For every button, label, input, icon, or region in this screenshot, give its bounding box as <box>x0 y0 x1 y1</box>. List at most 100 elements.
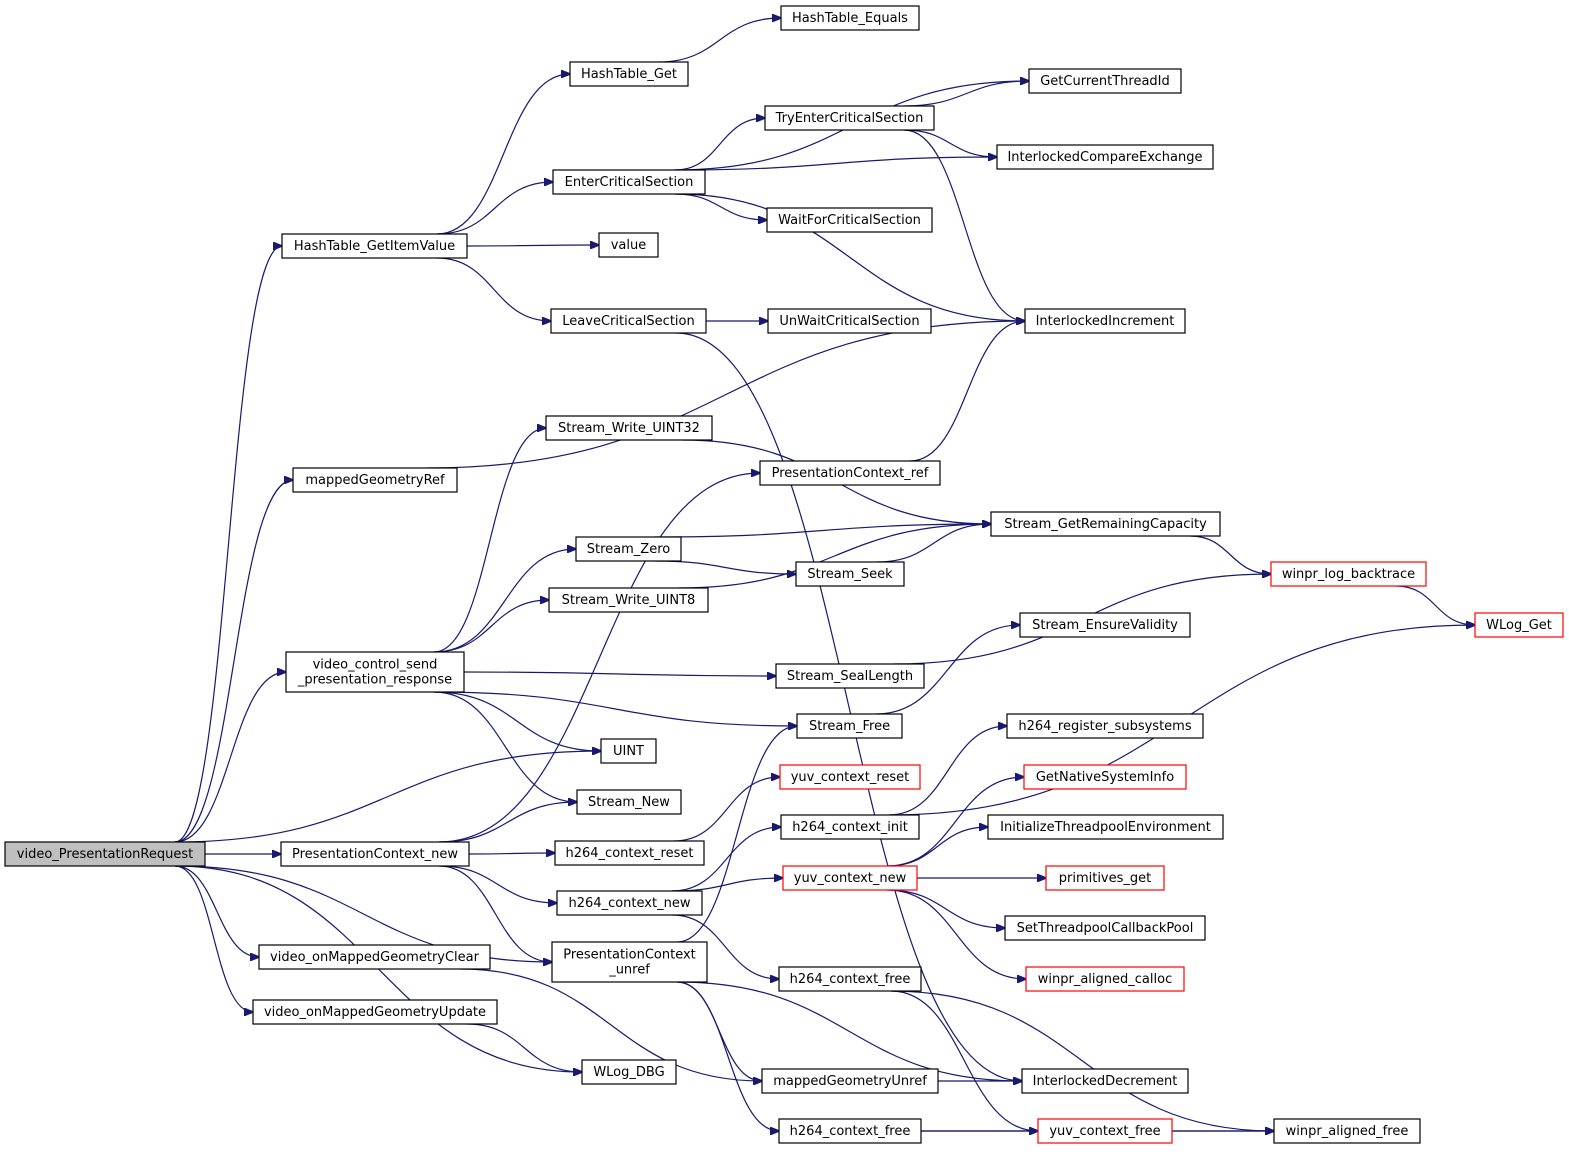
node-stream-write-uint32[interactable]: Stream_Write_UINT32 <box>545 415 713 441</box>
call-edge-hashtable-getitemvalue-to-leavecriticalsection <box>436 257 551 321</box>
call-edge-presentationcontext-new-to-h264-context-reset <box>468 853 555 854</box>
node-video-control-send-presentation-response[interactable]: video_control_send_presentation_response <box>285 651 465 693</box>
node-box <box>780 5 920 31</box>
node-h264-context-new[interactable]: h264_context_new <box>556 890 703 916</box>
node-box <box>600 738 657 764</box>
edge-path <box>890 990 1274 1131</box>
node-label: winpr_aligned_free <box>1286 1124 1409 1139</box>
call-edge-stream-zero-to-stream-getremainingcapacity <box>654 524 991 538</box>
node-h264-context-free-a[interactable]: h264_context_free <box>778 966 922 992</box>
node-label: Stream_Zero <box>587 542 670 557</box>
node-mappedgeometryref[interactable]: mappedGeometryRef <box>292 467 458 493</box>
node-entercriticalsection[interactable]: EnterCriticalSection <box>552 169 706 195</box>
edge-path <box>438 865 552 962</box>
node-label: HashTable_Equals <box>792 11 908 26</box>
node-setthreadpoolcallbackpool[interactable]: SetThreadpoolCallbackPool <box>1004 915 1206 941</box>
node-stream-write-uint8[interactable]: Stream_Write_UINT8 <box>548 587 709 613</box>
node-label: SetThreadpoolCallbackPool <box>1017 921 1194 936</box>
node-yuv-context-reset[interactable]: yuv_context_reset <box>779 764 921 790</box>
node-hashtable-get[interactable]: HashTable_Get <box>569 61 689 87</box>
call-edge-tryentercriticalsection-to-interlockedincrement <box>903 129 1025 321</box>
edge-path <box>466 245 599 246</box>
node-wlog-dbg[interactable]: WLog_DBG <box>581 1059 677 1085</box>
edge-path <box>658 18 782 63</box>
node-stream-getremainingcapacity[interactable]: Stream_GetRemainingCapacity <box>990 511 1221 537</box>
node-mappedgeometryunref[interactable]: mappedGeometryUnref <box>761 1068 939 1094</box>
call-edge-entercriticalsection-to-waitforcriticalsection <box>674 193 767 220</box>
node-presentationcontext-new[interactable]: PresentationContext_new <box>280 841 470 867</box>
edge-path <box>174 480 293 843</box>
node-label: winpr_log_backtrace <box>1282 567 1415 582</box>
node-tryentercriticalsection[interactable]: TryEnterCriticalSection <box>764 105 935 131</box>
node-stream-ensurevalidity[interactable]: Stream_EnsureValidity <box>1019 612 1191 638</box>
node-interlockedcompareexchange[interactable]: InterlockedCompareExchange <box>996 144 1214 170</box>
node-stream-new[interactable]: Stream_New <box>576 789 682 815</box>
node-yuv-context-new[interactable]: yuv_context_new <box>782 865 918 891</box>
node-getnativesysteminfo[interactable]: GetNativeSystemInfo <box>1023 764 1187 790</box>
node-leavecriticalsection[interactable]: LeaveCriticalSection <box>550 308 707 334</box>
node-box <box>258 944 491 970</box>
call-edge-video-presentationrequest-to-video-onmappedgeometryclear <box>174 865 259 957</box>
node-h264-context-reset[interactable]: h264_context_reset <box>554 840 705 866</box>
edge-path <box>886 827 988 867</box>
node-hashtable-getitemvalue[interactable]: HashTable_GetItemValue <box>281 233 468 259</box>
edge-path <box>463 671 776 676</box>
node-video-onmappedgeometryclear[interactable]: video_onMappedGeometryClear <box>258 944 491 970</box>
node-box <box>990 511 1221 537</box>
node-presentationcontext-unref[interactable]: PresentationContext_unref <box>551 941 708 983</box>
node-getcurrentthreadid[interactable]: GetCurrentThreadId <box>1028 68 1182 94</box>
node-initializethreadpoolenvironment[interactable]: InitializeThreadpoolEnvironment <box>987 814 1224 840</box>
node-label: h264_context_free <box>790 972 911 987</box>
node-box <box>548 587 709 613</box>
node-interlockeddecrement[interactable]: InterlockedDecrement <box>1021 1068 1189 1094</box>
node-uint[interactable]: UINT <box>600 738 657 764</box>
edge-path <box>438 865 557 903</box>
edge-path <box>174 672 286 843</box>
node-label: mappedGeometryRef <box>305 473 445 488</box>
node-box <box>1474 612 1564 638</box>
node-label: InitializeThreadpoolEnvironment <box>1000 820 1211 835</box>
node-unwaitcriticalsection[interactable]: UnWaitCriticalSection <box>767 308 932 334</box>
node-label: value <box>611 238 647 253</box>
node-box <box>581 1059 677 1085</box>
node-h264-register-subsystems[interactable]: h264_register_subsystems <box>1006 713 1204 739</box>
node-winpr-aligned-free[interactable]: winpr_aligned_free <box>1273 1118 1421 1144</box>
node-label: WLog_Get <box>1486 618 1552 633</box>
call-edge-yuv-context-new-to-setthreadpoolcallbackpool <box>886 889 1005 928</box>
node-stream-seallength[interactable]: Stream_SealLength <box>775 663 925 689</box>
node-box <box>292 467 458 493</box>
node-wlog-get[interactable]: WLog_Get <box>1474 612 1564 638</box>
node-label: Stream_Seek <box>807 567 893 582</box>
node-value[interactable]: value <box>598 232 659 258</box>
node-box <box>285 651 465 693</box>
node-label: GetNativeSystemInfo <box>1036 770 1174 785</box>
node-h264-context-free-b[interactable]: h264_context_free <box>778 1118 922 1144</box>
node-stream-seek[interactable]: Stream_Seek <box>795 561 905 587</box>
edge-path <box>675 332 1022 1081</box>
edge-path <box>174 246 282 843</box>
edge-path <box>888 726 1007 816</box>
node-winpr-aligned-calloc[interactable]: winpr_aligned_calloc <box>1025 966 1185 992</box>
node-stream-free[interactable]: Stream_Free <box>796 713 903 739</box>
node-interlockedincrement[interactable]: InterlockedIncrement <box>1024 308 1186 334</box>
node-label: PresentationContext_unref <box>563 947 696 977</box>
node-primitives-get[interactable]: primitives_get <box>1045 865 1165 891</box>
node-winpr-log-backtrace[interactable]: winpr_log_backtrace <box>1270 561 1427 587</box>
node-video-onmappedgeometryupdate[interactable]: video_onMappedGeometryUpdate <box>252 999 498 1025</box>
call-edge-hashtable-get-to-hashtable-equals <box>658 18 782 63</box>
node-label: Stream_EnsureValidity <box>1032 618 1178 633</box>
edge-path <box>436 257 551 321</box>
node-label: HashTable_Get <box>581 67 677 82</box>
node-yuv-context-free[interactable]: yuv_context_free <box>1037 1118 1173 1144</box>
node-waitforcriticalsection[interactable]: WaitForCriticalSection <box>766 207 933 233</box>
node-box <box>1006 713 1204 739</box>
node-stream-zero[interactable]: Stream_Zero <box>575 536 682 562</box>
node-hashtable-equals[interactable]: HashTable_Equals <box>780 5 920 31</box>
node-h264-context-init[interactable]: h264_context_init <box>780 814 920 840</box>
node-presentationcontext-ref[interactable]: PresentationContext_ref <box>759 460 941 486</box>
call-edge-video-onmappedgeometryupdate-to-wlog-dbg <box>466 1023 582 1072</box>
edge-path <box>174 865 259 957</box>
node-label: yuv_context_free <box>1049 1124 1160 1139</box>
edge-path <box>674 118 765 171</box>
node-box <box>1273 1118 1421 1144</box>
